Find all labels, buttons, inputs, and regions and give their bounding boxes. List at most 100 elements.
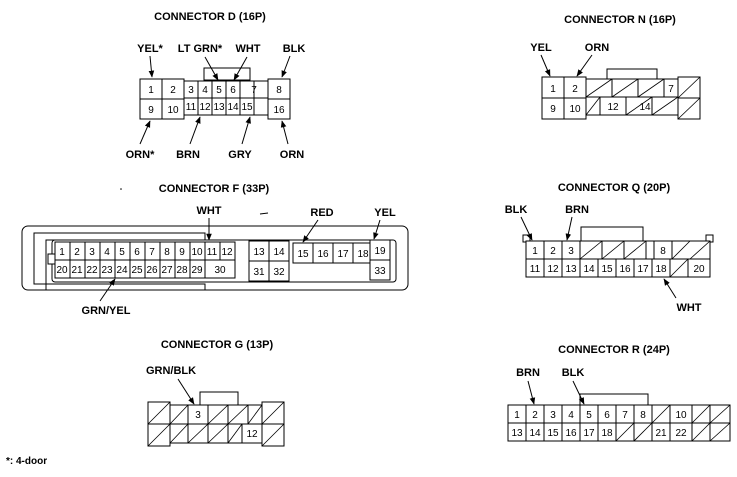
pin-label: 20 bbox=[693, 264, 705, 275]
wire-label: BLK bbox=[505, 204, 528, 216]
pin-label: 17 bbox=[583, 428, 595, 439]
connector-f-title: CONNECTOR F (33P) bbox=[159, 183, 270, 195]
wire-label: RED bbox=[310, 207, 333, 219]
connector-q-title: CONNECTOR Q (20P) bbox=[558, 182, 671, 194]
pin-label: 21 bbox=[71, 265, 83, 276]
pin-label: 18 bbox=[357, 249, 369, 260]
pin-label: 29 bbox=[191, 265, 203, 276]
wire-label: GRN/YEL bbox=[82, 305, 131, 317]
pin-label: 3 bbox=[568, 246, 574, 257]
connector-f: CONNECTOR F (33P) bbox=[21, 183, 409, 317]
wire-label: BRN bbox=[176, 149, 200, 161]
pin-label: 1 bbox=[148, 85, 154, 96]
connector-g: CONNECTOR G (13P) 3 12 GRN/BLK bbox=[146, 339, 285, 447]
wire-label: WHT bbox=[676, 302, 701, 314]
connector-d-latch bbox=[203, 67, 251, 81]
pin-label: 1 bbox=[59, 247, 65, 258]
wire-label: GRN/BLK bbox=[146, 365, 196, 377]
pin-label: 30 bbox=[214, 265, 226, 276]
pin-label: 12 bbox=[246, 429, 258, 440]
pin-label: 9 bbox=[148, 105, 154, 116]
pin-label: 25 bbox=[131, 265, 143, 276]
pin-label: 9 bbox=[179, 247, 185, 258]
pin-label: 11 bbox=[186, 102, 197, 113]
wire-label: ORN bbox=[280, 149, 305, 161]
pin-label: 27 bbox=[161, 265, 173, 276]
pin-label: 7 bbox=[251, 85, 257, 96]
pin-label: 2 bbox=[532, 410, 538, 421]
wire-label: BRN bbox=[565, 204, 589, 216]
pin-label: 12 bbox=[199, 102, 211, 113]
connector-n-latch bbox=[606, 68, 658, 80]
pin-label: 13 bbox=[213, 102, 225, 113]
pin-label: 14 bbox=[583, 264, 595, 275]
wire-label: WHT bbox=[235, 43, 260, 55]
pin-label: 10 bbox=[191, 247, 203, 258]
connector-r-latch bbox=[579, 393, 649, 406]
pin-label: 6 bbox=[134, 247, 140, 258]
wire-label: YEL* bbox=[137, 43, 163, 55]
pin-label: 24 bbox=[116, 265, 128, 276]
pin-label: 4 bbox=[104, 247, 110, 258]
pin-label: 14 bbox=[639, 102, 651, 113]
connector-g-latch bbox=[199, 391, 239, 406]
wire-label: BLK bbox=[562, 367, 585, 379]
pin-label: 3 bbox=[89, 247, 95, 258]
pin-label: 10 bbox=[675, 410, 687, 421]
pin-label: 14 bbox=[227, 102, 239, 113]
pin-label: 6 bbox=[230, 85, 236, 96]
pin-label: 6 bbox=[604, 410, 610, 421]
pin-label: 14 bbox=[529, 428, 541, 439]
pin-label: 1 bbox=[532, 246, 538, 257]
pin-label: 16 bbox=[619, 264, 631, 275]
pin-label: 13 bbox=[253, 247, 265, 258]
connector-g-title: CONNECTOR G (13P) bbox=[161, 339, 274, 351]
pin-label: 16 bbox=[273, 105, 285, 116]
pin-label: 18 bbox=[601, 428, 613, 439]
wire-label: BLK bbox=[283, 43, 306, 55]
pin-label: 20 bbox=[56, 265, 68, 276]
connector-q: CONNECTOR Q (20P) 1 2 3 8 bbox=[505, 182, 714, 314]
pin-label: 8 bbox=[640, 410, 646, 421]
pin-label: 8 bbox=[276, 85, 282, 96]
wire-label: WHT bbox=[196, 205, 221, 217]
pin-label: 2 bbox=[550, 246, 556, 257]
pin-label: 1 bbox=[550, 84, 556, 95]
pin-label: 31 bbox=[253, 267, 265, 278]
wire-label: YEL bbox=[374, 207, 396, 219]
pin-label: 12 bbox=[221, 247, 233, 258]
pin-label: 11 bbox=[530, 264, 541, 275]
wire-label: LT GRN* bbox=[178, 43, 223, 55]
pin-label: 22 bbox=[86, 265, 98, 276]
pin-label: 10 bbox=[569, 104, 581, 115]
pin-label: 12 bbox=[607, 102, 619, 113]
pin-label: 26 bbox=[146, 265, 158, 276]
pin-label: 13 bbox=[511, 428, 523, 439]
connector-r-title: CONNECTOR R (24P) bbox=[558, 344, 670, 356]
wire-label: BRN bbox=[516, 367, 540, 379]
pin-label: 15 bbox=[547, 428, 559, 439]
connector-n-title: CONNECTOR N (16P) bbox=[564, 14, 676, 26]
pin-label: 9 bbox=[550, 104, 556, 115]
wire-label: YEL bbox=[530, 42, 552, 54]
pin-label: 15 bbox=[601, 264, 613, 275]
pin-label: 3 bbox=[195, 410, 201, 421]
wire-label: GRY bbox=[228, 149, 252, 161]
pin-label: 23 bbox=[101, 265, 113, 276]
pin-label: 2 bbox=[572, 84, 578, 95]
footnote: *: 4-door bbox=[6, 456, 48, 467]
pin-label: 17 bbox=[637, 264, 649, 275]
pin-label: 16 bbox=[565, 428, 577, 439]
pin-label: 5 bbox=[586, 410, 592, 421]
pin-label: 7 bbox=[149, 247, 155, 258]
pin-label: 3 bbox=[550, 410, 556, 421]
pin-label: 3 bbox=[188, 85, 194, 96]
pin-label: 4 bbox=[202, 85, 208, 96]
pin-label: 28 bbox=[176, 265, 188, 276]
pin-label: 2 bbox=[74, 247, 80, 258]
pin-label: 5 bbox=[216, 85, 222, 96]
wire-label: ORN* bbox=[126, 149, 155, 161]
pin-label: 32 bbox=[273, 267, 285, 278]
pin-label: 33 bbox=[374, 266, 386, 277]
